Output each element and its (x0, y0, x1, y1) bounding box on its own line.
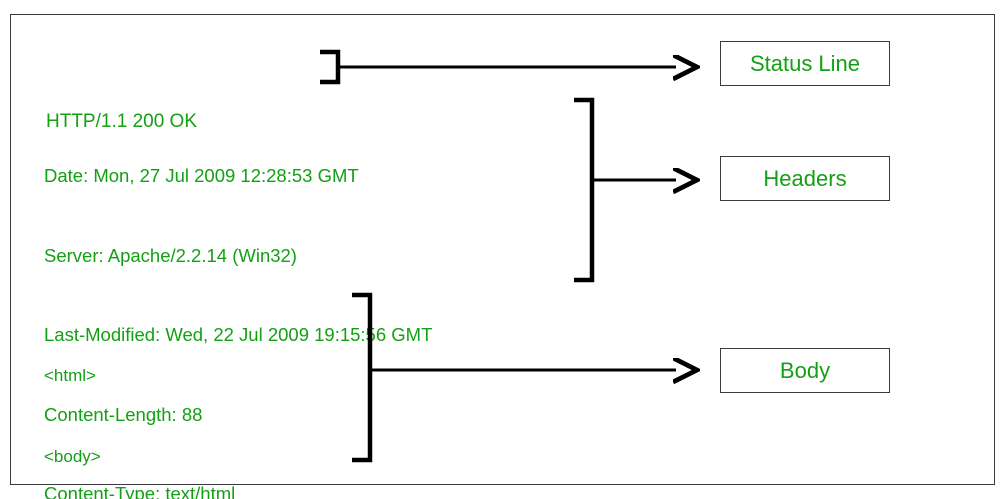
label-box-headers-text: Headers (763, 165, 847, 191)
body-row-html-open: <html> (44, 366, 96, 385)
status-line-row: HTTP/1.1 200 OK (46, 111, 198, 132)
label-box-status-line[interactable]: Status Line (720, 41, 890, 86)
label-box-status-line-text: Status Line (749, 50, 861, 76)
header-row-last-modified: Last-Modified: Wed, 22 Jul 2009 19:15:56… (44, 324, 433, 345)
diagram-frame (10, 14, 995, 485)
label-box-headers[interactable]: Headers (720, 156, 890, 201)
header-row-server: Server: Apache/2.2.14 (Win32) (44, 244, 297, 266)
status-line-text-block: HTTP/1.1 200 OK (46, 54, 197, 189)
body-row-body-open: <body> (44, 447, 101, 466)
label-box-body[interactable]: Body (720, 348, 890, 393)
header-row-content-length: Content-Length: 88 (44, 403, 203, 425)
body-text-block: <html> <body> <h1>Hello, World!</h1> </b… (44, 308, 223, 499)
label-box-body-text: Body (779, 357, 831, 383)
headers-text-block: Date: Mon, 27 Jul 2009 12:28:53 GMT Serv… (44, 110, 432, 499)
header-row-content-type: Content-Type: text/html (44, 483, 236, 499)
header-row-date: Date: Mon, 27 Jul 2009 12:28:53 GMT (44, 165, 359, 186)
